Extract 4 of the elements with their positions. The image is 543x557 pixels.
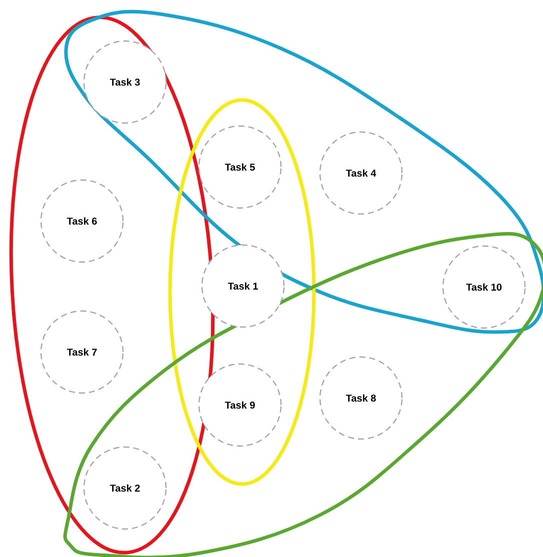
loop-outline [64, 10, 543, 334]
loop-outline [63, 232, 543, 557]
ellipse-outline [9, 16, 215, 554]
ellipse-outline [168, 98, 316, 486]
